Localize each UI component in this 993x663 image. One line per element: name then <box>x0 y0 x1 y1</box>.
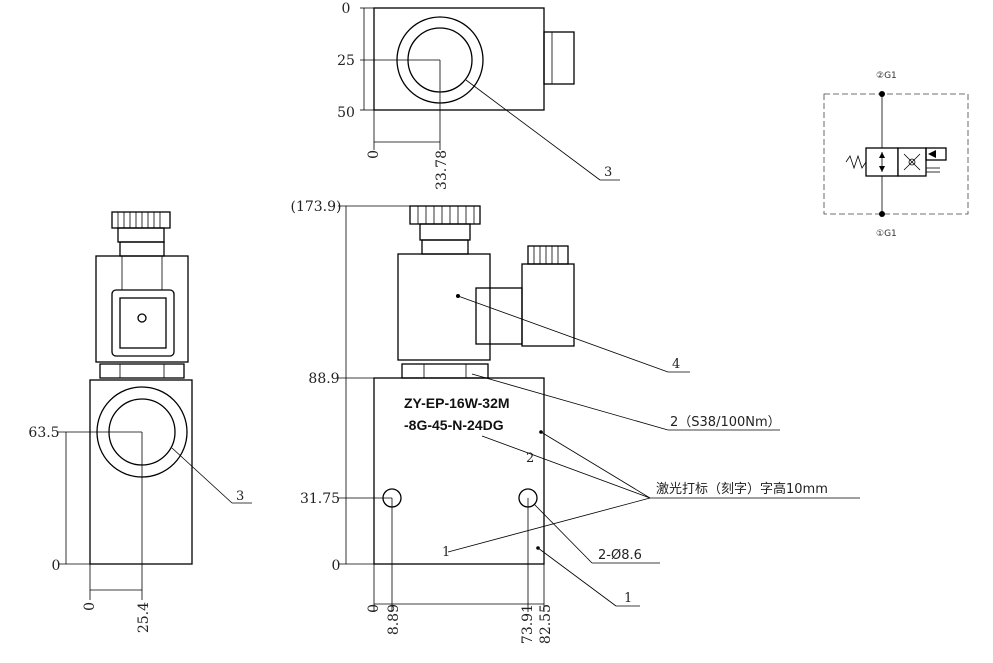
left-knob <box>111 211 171 229</box>
marking-line-1: ZY-EP-16W-32M <box>404 395 510 411</box>
callout-laser: 激光打标（刻字）字高10mm <box>656 481 828 497</box>
port-2-label: ②G1 <box>876 71 897 81</box>
dim-front-8255: 82.55 <box>538 604 554 644</box>
dim-front-889: 88.9 <box>308 371 339 387</box>
port-1-label: ①G1 <box>876 229 897 239</box>
top-view-connector <box>543 31 575 85</box>
dim-top-x: 33.78 <box>434 150 450 190</box>
left-nut <box>99 363 185 379</box>
callout-1: 1 <box>624 591 632 606</box>
symbol-boundary <box>823 93 969 215</box>
hydraulic-symbol: ②G1 ①G1 <box>823 71 969 239</box>
dim-left-y635: 63.5 <box>28 425 59 441</box>
front-connector <box>521 263 575 347</box>
dim-front-total: (173.9) <box>290 199 341 215</box>
front-connector-plug <box>475 287 523 345</box>
dim-top-y50: 50 <box>337 105 355 121</box>
top-view: 0 25 50 0 33.78 3 <box>337 1 620 190</box>
dim-left-x: 25.4 <box>136 602 152 633</box>
dim-front-y0: 0 <box>332 558 341 574</box>
marking-line-2: -8G-45-N-24DG <box>404 417 504 433</box>
face-label-2: 2 <box>526 451 534 466</box>
dim-top-x0: 0 <box>366 150 382 159</box>
top-view-body <box>373 7 545 111</box>
front-view: ZY-EP-16W-32M -8G-45-N-24DG 2 1 (173.9) … <box>290 199 860 644</box>
left-callout-3: 3 <box>236 489 244 504</box>
callout-4: 4 <box>672 357 680 372</box>
dim-top-y0: 0 <box>342 1 351 17</box>
left-body <box>89 379 193 565</box>
dim-front-3175: 31.75 <box>300 491 340 507</box>
dim-left-x0: 0 <box>82 602 98 611</box>
callout-2: 2（S38/100Nm） <box>670 415 781 430</box>
dim-left-y0: 0 <box>52 558 61 574</box>
dim-front-889x: 8.89 <box>386 604 402 635</box>
left-connector <box>111 289 175 357</box>
front-nut <box>401 363 489 379</box>
front-body <box>373 377 545 565</box>
left-coil <box>95 255 189 363</box>
dim-front-x0: 0 <box>366 604 382 613</box>
dim-front-7391: 73.91 <box>520 604 536 644</box>
front-knob <box>409 205 481 225</box>
face-label-1: 1 <box>442 545 450 560</box>
top-callout-3: 3 <box>604 165 612 180</box>
callout-holes: 2-Ø8.6 <box>598 548 642 563</box>
dim-top-y25: 25 <box>337 53 355 69</box>
symbol-solenoid <box>925 147 947 161</box>
front-coil <box>397 253 491 361</box>
left-view: 63.5 0 0 25.4 3 <box>28 211 252 633</box>
symbol-valve-right <box>897 147 927 177</box>
